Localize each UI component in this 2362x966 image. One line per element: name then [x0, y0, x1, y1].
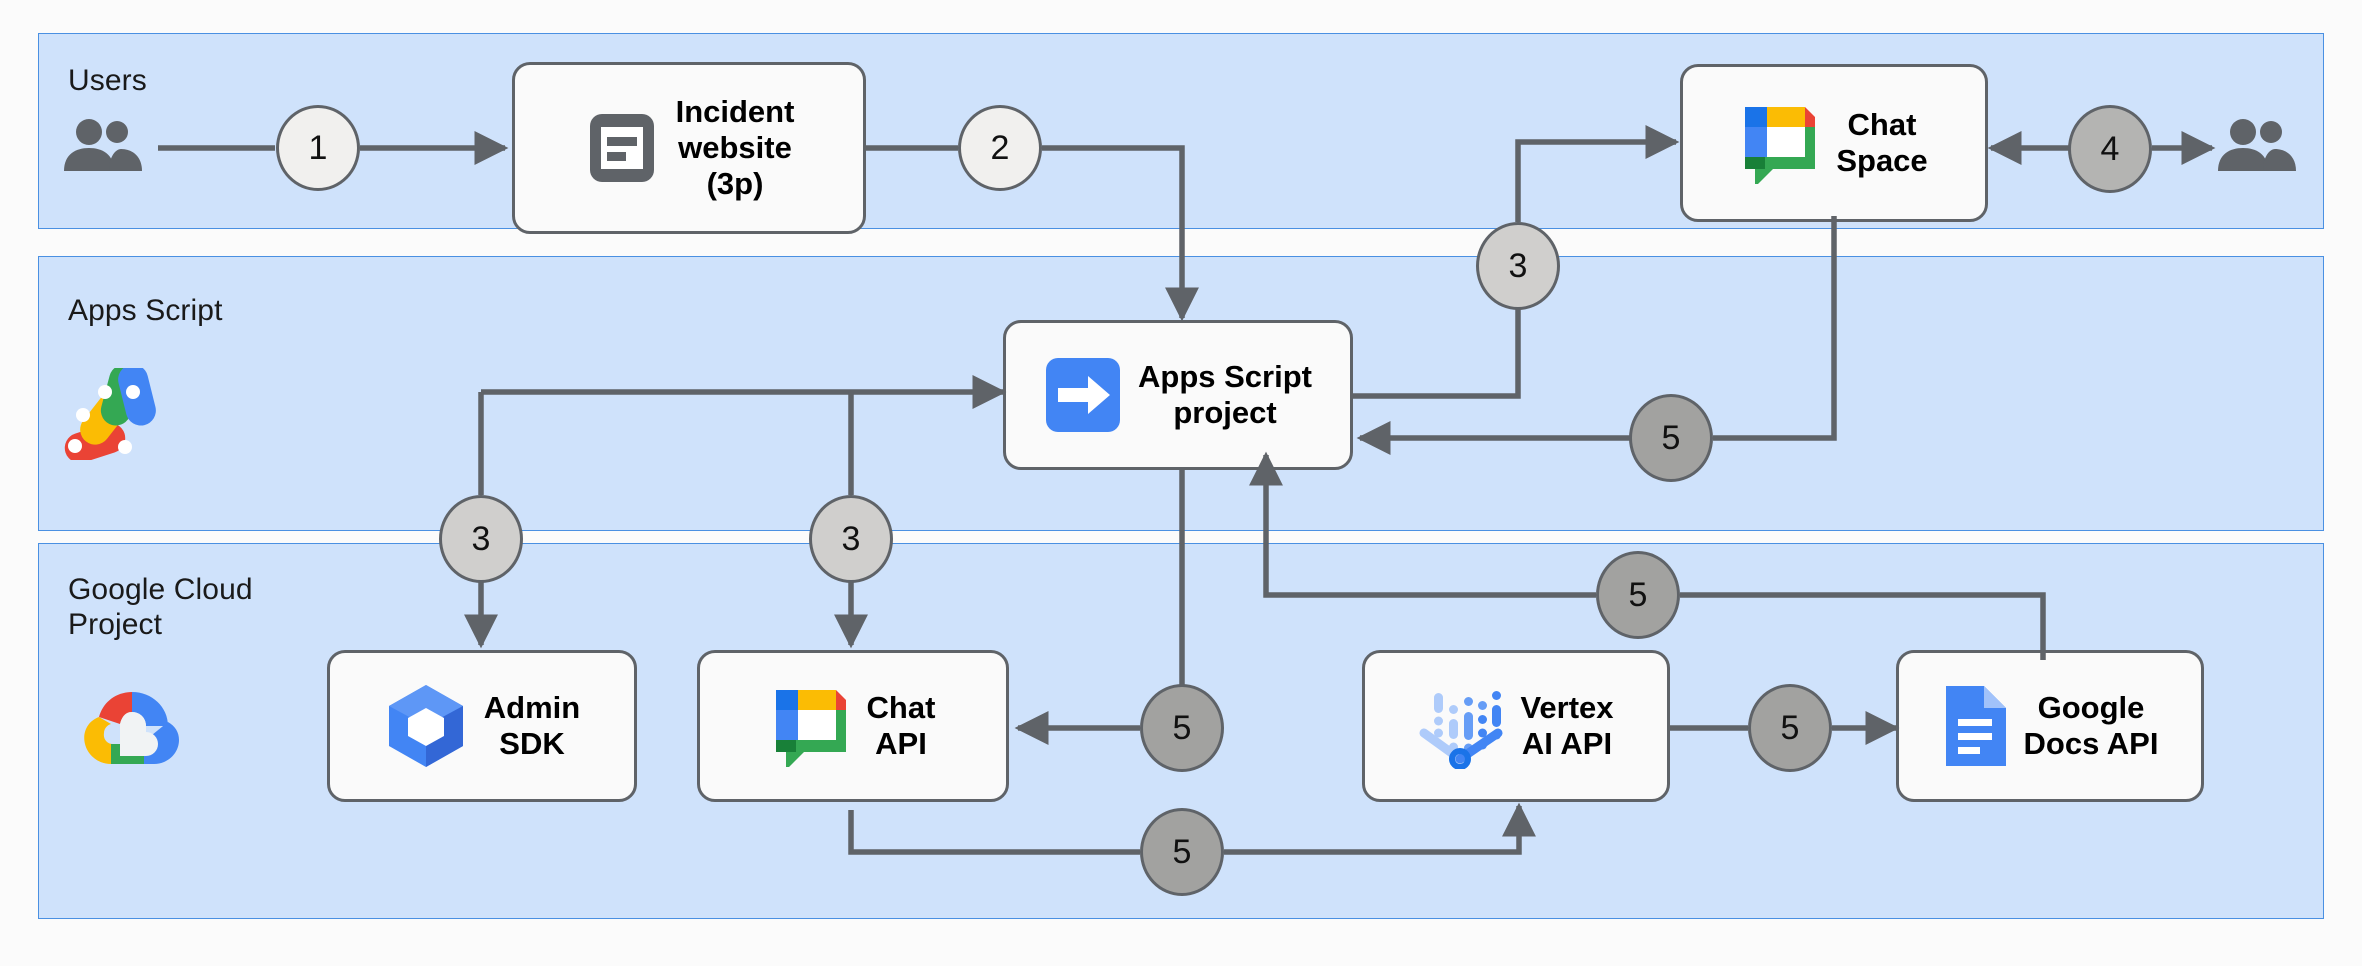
node-google-docs-api-label: Google Docs API	[2023, 690, 2159, 761]
step-badge-5-chat-space-to-project[interactable]: 5	[1629, 394, 1713, 482]
node-chat-api-label: Chat API	[866, 690, 936, 761]
node-incident-website-label: Incident website (3p)	[675, 94, 795, 201]
node-vertex-ai-api-label: Vertex AI API	[1520, 690, 1614, 761]
node-chat-space-label: Chat Space	[1836, 107, 1928, 178]
google-chat-icon	[1740, 102, 1820, 184]
google-docs-icon	[1942, 683, 2008, 769]
node-chat-space[interactable]: Chat Space	[1680, 64, 1988, 222]
node-vertex-ai-api[interactable]: Vertex AI API	[1362, 650, 1670, 802]
apps-script-logo	[62, 364, 162, 465]
google-cloud-logo	[82, 688, 182, 773]
node-incident-website[interactable]: Incident website (3p)	[512, 62, 866, 234]
step-badge-5-chat-api-to-vertex[interactable]: 5	[1140, 808, 1224, 896]
node-chat-api[interactable]: Chat API	[697, 650, 1009, 802]
step-badge-4[interactable]: 4	[2068, 105, 2152, 193]
node-admin-sdk-label: Admin SDK	[483, 690, 581, 761]
step-badge-5-project-to-chat-api[interactable]: 5	[1140, 684, 1224, 772]
google-chat-icon	[771, 685, 851, 767]
people-icon-right	[2216, 118, 2298, 181]
step-badge-5-docs-to-project[interactable]: 5	[1596, 551, 1680, 639]
step-badge-5-vertex-to-docs[interactable]: 5	[1748, 684, 1832, 772]
apps-script-project-icon	[1044, 356, 1122, 434]
step-badge-3-chat-space[interactable]: 3	[1476, 222, 1560, 310]
admin-sdk-icon	[384, 682, 468, 770]
swimlane-apps-script-label: Apps Script	[68, 294, 223, 327]
step-badge-3-chat-api[interactable]: 3	[809, 495, 893, 583]
people-icon	[62, 118, 144, 181]
node-apps-script-project-label: Apps Script project	[1138, 359, 1312, 430]
swimlane-users-label: Users	[68, 64, 147, 97]
node-google-docs-api[interactable]: Google Docs API	[1896, 650, 2204, 802]
vertex-ai-icon	[1418, 683, 1504, 769]
node-admin-sdk[interactable]: Admin SDK	[327, 650, 637, 802]
step-badge-3-admin-sdk[interactable]: 3	[439, 495, 523, 583]
step-badge-2[interactable]: 2	[958, 105, 1042, 191]
swimlane-google-cloud-project-label: Google Cloud Project	[68, 573, 253, 642]
step-badge-1[interactable]: 1	[276, 105, 360, 191]
article-icon	[584, 110, 660, 186]
node-apps-script-project[interactable]: Apps Script project	[1003, 320, 1353, 470]
